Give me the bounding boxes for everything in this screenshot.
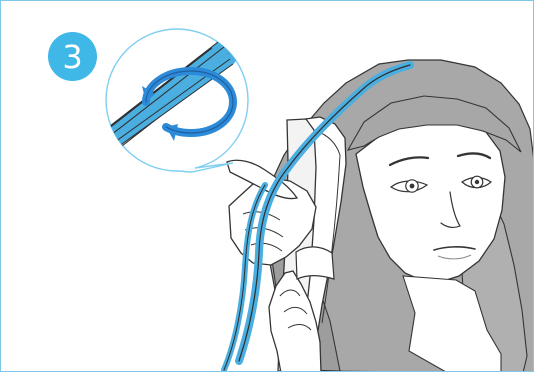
step-number: 3	[62, 41, 82, 73]
right-pupil	[475, 180, 479, 184]
sleeve-cuff	[296, 247, 334, 279]
left-pupil	[410, 184, 415, 189]
step-number-badge: 3	[48, 32, 97, 81]
